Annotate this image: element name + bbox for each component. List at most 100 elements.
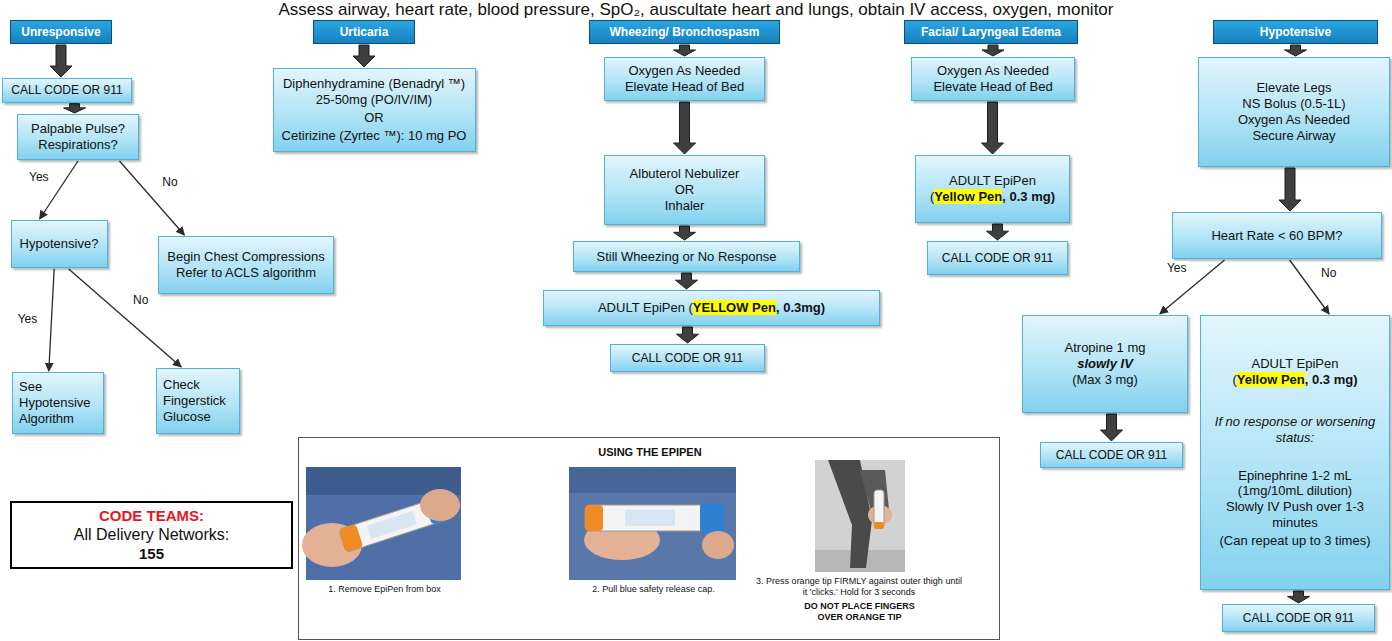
- node-text: Elevate Head of Bed: [933, 79, 1052, 95]
- node-text: ADULT EpiPen (YELLOW Pen, 0.3mg): [598, 300, 825, 316]
- flow-arrow: [676, 273, 698, 289]
- step-box: ADULT EpiPen(Yellow Pen, 0.3 mg)If no re…: [1200, 315, 1390, 590]
- pen-cap: [700, 503, 724, 533]
- category-header: Hypotensive: [1213, 20, 1378, 44]
- node-text: OR: [675, 182, 695, 198]
- category-header: Unresponsive: [10, 20, 112, 44]
- node-text: Oxygen As Needed: [1238, 112, 1350, 128]
- node-text: Albuterol Nebulizer: [630, 166, 740, 182]
- pen-body: [585, 505, 715, 531]
- node-text: Oxygen As Needed: [937, 63, 1049, 79]
- node-text: If no response or worsening status:: [1207, 414, 1383, 446]
- flow-arrow: [1279, 168, 1301, 211]
- node-text: Hypotensive?: [20, 236, 99, 252]
- node-text: See Hypotensive Algorithm: [19, 379, 97, 427]
- step-box: Begin Chest CompressionsRefer to ACLS al…: [158, 236, 334, 294]
- branch-arrow: [1160, 260, 1225, 314]
- node-text: CALL CODE OR 911: [1243, 611, 1354, 626]
- highlight: Yellow Pen: [934, 189, 1002, 204]
- highlight: YELLOW Pen: [693, 300, 776, 315]
- flow-arrow: [353, 45, 375, 67]
- edge-label: No: [160, 175, 179, 189]
- node-text: Begin Chest Compressions: [167, 249, 325, 265]
- category-header: Urticaria: [313, 20, 415, 44]
- node-text: CALL CODE OR 911: [1056, 448, 1167, 463]
- step-box: Heart Rate < 60 BPM?: [1172, 212, 1382, 259]
- flow-arrow: [1101, 414, 1123, 441]
- hand: [420, 489, 460, 521]
- photo-pull-cap: [569, 467, 736, 580]
- edge-label: No: [1319, 266, 1338, 280]
- code-team-box: CODE TEAMS:All Delivery Networks:155: [10, 501, 293, 569]
- node-text: Facial/ Laryngeal Edema: [921, 25, 1061, 40]
- step-box: Albuterol NebulizerORInhaler: [604, 155, 765, 225]
- pen-label: [625, 510, 675, 526]
- flow-arrow: [987, 224, 1009, 240]
- node-text: Wheezing/ Bronchospasm: [609, 25, 759, 40]
- step-box: Diphenhydramine (Benadryl ™)25-50mg (PO/…: [273, 68, 476, 152]
- node-text: Check Fingerstick Glucose: [163, 377, 233, 425]
- node-text: 1. Remove EpiPen from box: [307, 584, 462, 595]
- step-box: Check Fingerstick Glucose: [156, 368, 240, 434]
- node-text: 2. Pull blue safety release cap.: [570, 584, 737, 595]
- node-text: (1mg/10mL dilution): [1238, 483, 1352, 499]
- text-part: , 0.3mg): [776, 300, 825, 315]
- highlight: Yellow Pen: [1237, 372, 1305, 387]
- flow-arrow: [982, 102, 1004, 154]
- flow-arrow: [50, 45, 72, 77]
- node-text: 25-50mg (PO/IV/IM): [316, 92, 432, 108]
- flow-arrow: [674, 102, 696, 154]
- node-text: ADULT EpiPen: [1252, 356, 1339, 372]
- photo-background: [815, 460, 905, 572]
- step-box: Oxygen As NeededElevate Head of Bed: [604, 57, 765, 101]
- node-text: Heart Rate < 60 BPM?: [1211, 228, 1342, 244]
- flow-arrow: [1285, 45, 1307, 56]
- epipen-instructions: USING THE EPIPEN1. Remove EpiPen from bo…: [298, 437, 1000, 640]
- node-text: Slowly IV Push over 1-3 minutes: [1207, 499, 1383, 531]
- photo-background: [569, 467, 736, 580]
- node-text: Diphenhydramine (Benadryl ™): [283, 76, 465, 92]
- node-text: Still Wheezing or No Response: [597, 249, 777, 265]
- node-text: Palpable Pulse?: [31, 121, 125, 137]
- branch-arrow: [119, 161, 184, 235]
- pen-tip: [585, 505, 603, 531]
- node-text: (Yellow Pen, 0.3 mg): [930, 189, 1055, 205]
- flow-arrow: [674, 226, 696, 240]
- node-text: 3. Press orange tip FIRMLY against outer…: [753, 576, 965, 598]
- photo-shade: [569, 467, 736, 493]
- epipen: [874, 490, 884, 528]
- node-text: Cetirizine (Zyrtec ™): 10 mg PO: [282, 128, 467, 144]
- pen-tip: [874, 522, 884, 529]
- step-box: See Hypotensive Algorithm: [12, 372, 104, 434]
- photo-remove-pen: [302, 467, 461, 580]
- flow-arrow: [674, 45, 696, 56]
- node-text: Urticaria: [340, 25, 389, 40]
- diagram-title: Assess airway, heart rate, blood pressur…: [0, 0, 1392, 19]
- node-text: Refer to ACLS algorithm: [176, 265, 316, 281]
- step-box: CALL CODE OR 911: [1222, 604, 1375, 632]
- edge-label: Yes: [16, 312, 40, 326]
- branch-arrow: [49, 269, 54, 371]
- node-text: Elevate Head of Bed: [625, 79, 744, 95]
- step-box: Palpable Pulse?Respirations?: [17, 114, 139, 160]
- node-text: CALL CODE OR 911: [11, 83, 122, 98]
- step-box: ADULT EpiPen (YELLOW Pen, 0.3mg): [543, 290, 880, 326]
- pen-label: [367, 511, 417, 539]
- step-box: Hypotensive?: [11, 220, 108, 268]
- node-text: Oxygen As Needed: [628, 63, 740, 79]
- category-header: Wheezing/ Bronchospasm: [589, 20, 780, 44]
- node-text: (Can repeat up to 3 times): [1219, 533, 1370, 549]
- node-text: All Delivery Networks:: [74, 525, 230, 545]
- step-box: Atropine 1 mgslowly IV(Max 3 mg): [1022, 315, 1188, 413]
- step-box: CALL CODE OR 911: [610, 344, 765, 372]
- category-header: Facial/ Laryngeal Edema: [904, 20, 1078, 44]
- step-box: Elevate LegsNS Bolus (0.5-1L)Oxygen As N…: [1198, 57, 1390, 167]
- node-text: slowly IV: [1077, 356, 1133, 372]
- edge-label: Yes: [1165, 261, 1189, 275]
- step-box: CALL CODE OR 911: [2, 78, 132, 103]
- node-text: OR: [364, 110, 384, 126]
- node-text: Hypotensive: [1260, 25, 1331, 40]
- node-text: (Max 3 mg): [1072, 372, 1138, 388]
- hand: [702, 531, 734, 559]
- step-box: Oxygen As NeededElevate Head of Bed: [911, 57, 1075, 101]
